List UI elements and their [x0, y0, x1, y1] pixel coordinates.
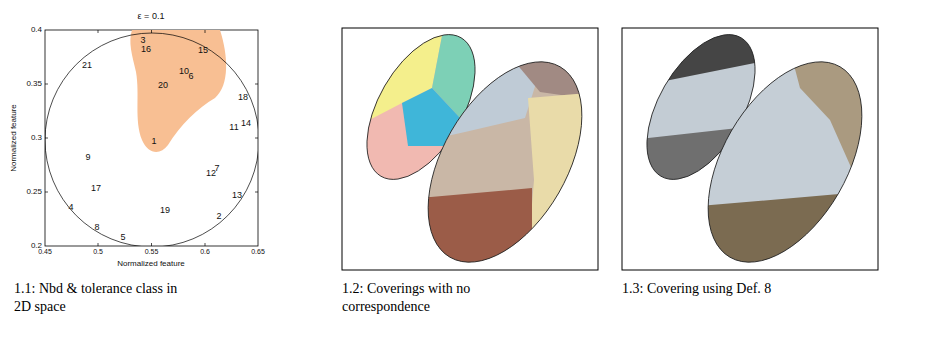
point-number: 15 — [198, 46, 208, 56]
covering-panel — [622, 17, 894, 289]
point-number: 9 — [85, 153, 90, 163]
point-number: 6 — [188, 72, 193, 82]
point-number: 13 — [232, 191, 242, 201]
point-number: 10 — [179, 67, 189, 77]
axis-label: Normalized feature — [10, 104, 19, 172]
tick-label: 0.25 — [26, 188, 42, 197]
tick-label: 0.6 — [200, 248, 210, 256]
point-number: 12 — [206, 169, 216, 179]
plot-title: ε = 0.1 — [138, 12, 165, 22]
tolerance-class — [130, 30, 226, 152]
neighbourhood-circle — [45, 33, 258, 246]
point-number: 14 — [241, 119, 251, 129]
point-number: 1 — [151, 137, 156, 147]
point-number: 17 — [91, 184, 101, 194]
scatter-plot — [45, 30, 259, 247]
tick-label: 0.35 — [26, 80, 42, 89]
tick-label: 0.3 — [31, 134, 42, 143]
point-number: 2 — [216, 212, 221, 222]
point-number: 20 — [158, 81, 168, 91]
figure-caption: 1.1: Nbd & tolerance class in 2D space — [14, 280, 179, 315]
point-number: 21 — [82, 61, 92, 71]
figure-caption: 1.3: Covering using Def. 8 — [622, 280, 802, 298]
point-number: 16 — [141, 45, 151, 55]
tick-label: 0.4 — [31, 26, 42, 35]
tick-label: 0.55 — [145, 248, 159, 256]
figure-caption: 1.2: Coverings with no correspondence — [342, 280, 542, 315]
point-number: 18 — [238, 93, 248, 103]
tick-label: 0.5 — [93, 248, 103, 256]
point-number: 8 — [94, 223, 99, 233]
point-number: 19 — [160, 206, 170, 216]
point-number: 11 — [229, 123, 238, 133]
axis-label: Normalized feature — [117, 260, 185, 269]
point-number: 4 — [68, 203, 73, 213]
tick-label: 0.45 — [38, 248, 52, 256]
point-number: 5 — [120, 233, 125, 243]
covering-panel — [342, 17, 614, 289]
tick-label: 0.65 — [251, 248, 265, 256]
